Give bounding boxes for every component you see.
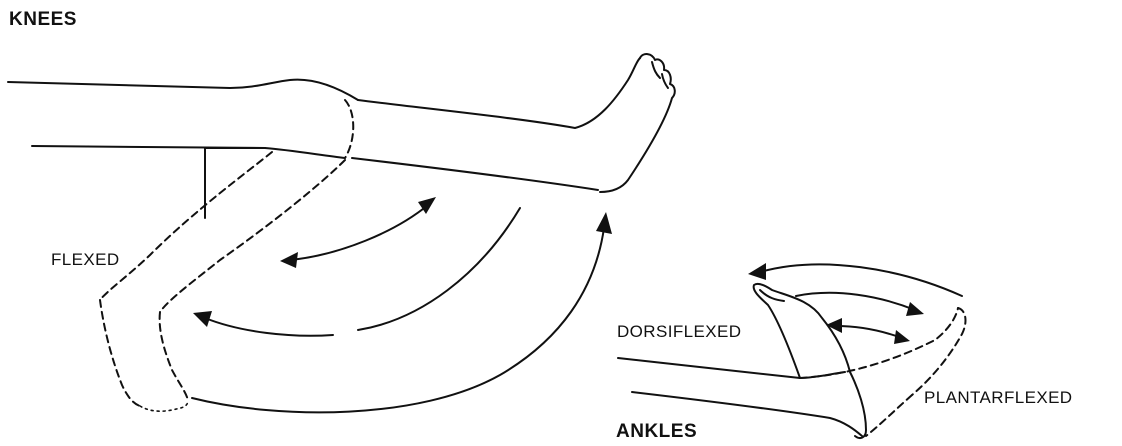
- ankle-figure: [618, 263, 965, 438]
- outer-arc: [192, 228, 604, 412]
- thigh-bottom-contour: [32, 146, 345, 158]
- dorsiflexed-label: DORSIFLEXED: [617, 323, 741, 340]
- plantarflexed-label: PLANTARFLEXED: [924, 389, 1072, 406]
- inner-arc-head-left: [280, 252, 298, 268]
- flexed-instep: [160, 312, 188, 402]
- knees-title: KNEES: [9, 10, 77, 29]
- ankle-lower-head-right: [894, 330, 910, 344]
- flexed-calf-back: [100, 152, 272, 300]
- ankle-lower-head-left: [826, 318, 842, 333]
- knee-motion-arrows: [192, 197, 612, 412]
- shin-bottom-contour: [352, 158, 598, 190]
- thigh-top-contour: [8, 80, 358, 100]
- ankle-lower-double-arc: [836, 326, 902, 338]
- flexed-leg: [100, 152, 345, 411]
- middle-arc-right: [358, 208, 520, 330]
- ankle-upper-head: [906, 302, 924, 316]
- dorsiflexed-toe-line: [760, 290, 784, 301]
- outer-arc-head: [596, 212, 612, 234]
- plantarflexed-tip: [912, 308, 965, 395]
- knee-dashed-outline: [345, 100, 353, 158]
- plantarflexed-top: [800, 308, 958, 378]
- middle-arc-head: [193, 311, 212, 327]
- extended-leg: [8, 54, 675, 192]
- ankle-outer-head: [748, 263, 766, 280]
- ankle-outer-arc: [760, 264, 962, 296]
- toe-lines: [652, 62, 668, 88]
- flexed-label: FLEXED: [51, 251, 120, 268]
- extended-foot: [600, 54, 675, 192]
- table: [205, 148, 265, 218]
- middle-arc-left: [205, 318, 333, 336]
- ankle-upper-double-arc: [796, 293, 915, 310]
- ankles-title: ANKLES: [616, 422, 697, 441]
- flexed-calf-front: [160, 160, 345, 312]
- plantarflexed-sole: [866, 395, 912, 436]
- flexed-heel: [100, 300, 140, 406]
- ankle-leg-top: [618, 358, 845, 378]
- shin-top-contour: [358, 58, 640, 128]
- inner-arc: [290, 205, 428, 260]
- flexed-toes: [140, 402, 188, 411]
